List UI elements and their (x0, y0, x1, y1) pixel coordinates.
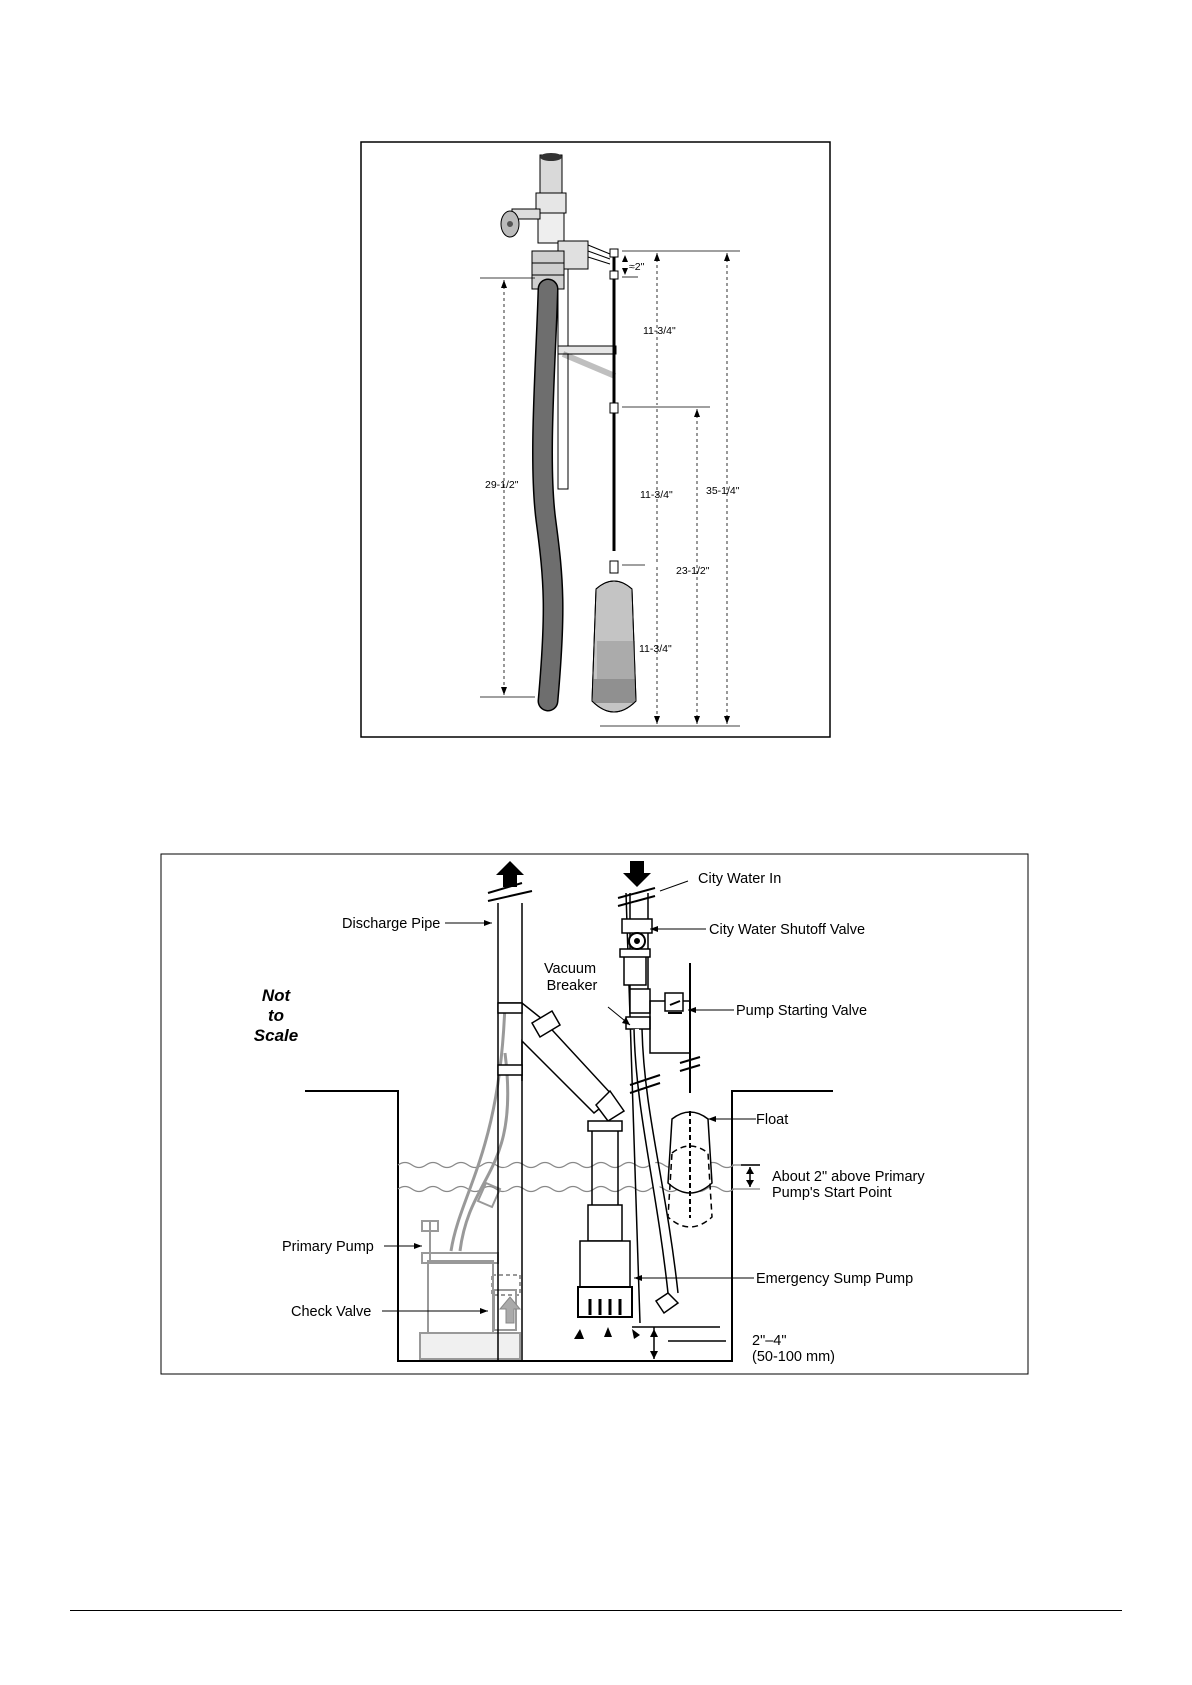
label-discharge-pipe: Discharge Pipe (342, 916, 440, 932)
svg-text:Scale: Scale (254, 1026, 298, 1045)
label-about-above-1: About 2" above Primary (772, 1169, 925, 1185)
figure-float-assembly: ≈2" 11-3/4" 11-3/4" 11-3/4" 29-1/2" 23-1… (360, 141, 832, 744)
shutoff-valve-icon (629, 933, 645, 949)
label-emergency-pump: Emergency Sump Pump (756, 1271, 913, 1287)
svg-text:Not: Not (262, 986, 292, 1005)
label-city-water-in: City Water In (698, 871, 781, 887)
footer-rule (70, 1610, 1122, 1611)
label-check-valve: Check Valve (291, 1304, 371, 1320)
installation-drawing: Not to Scale Discharge Pipe City Water I… (160, 853, 1030, 1376)
label-vacuum-breaker-1: Vacuum (544, 961, 596, 977)
label-float: Float (756, 1112, 788, 1128)
label-clearance-2: (50-100 mm) (752, 1349, 835, 1365)
label-clearance-1: 2"–4" (752, 1333, 787, 1349)
svg-text:to: to (268, 1006, 284, 1025)
dim-overall: 35-1/4" (706, 485, 740, 497)
float-assembly-drawing: ≈2" 11-3/4" 11-3/4" 11-3/4" 29-1/2" 23-1… (360, 141, 832, 739)
label-about-above-2: Pump's Start Point (772, 1185, 892, 1201)
dim-gap-top: ≈2" (629, 261, 645, 273)
label-vacuum-breaker-2: Breaker (547, 978, 598, 994)
dim-seg-middle: 11-3/4" (640, 489, 673, 501)
label-shutoff-valve: City Water Shutoff Valve (709, 922, 865, 938)
figure-installation: Not to Scale Discharge Pipe City Water I… (160, 853, 1030, 1381)
label-primary-pump: Primary Pump (282, 1239, 374, 1255)
dim-seg-float: 11-3/4" (639, 643, 672, 655)
supply-pipe (536, 153, 566, 243)
float-icon (592, 581, 636, 712)
dim-rod-lower: 23-1/2" (676, 565, 710, 577)
dim-seg-upper: 11-3/4" (643, 325, 676, 337)
label-pump-starting-valve: Pump Starting Valve (736, 1003, 867, 1019)
dim-hose-length: 29-1/2" (485, 479, 519, 491)
